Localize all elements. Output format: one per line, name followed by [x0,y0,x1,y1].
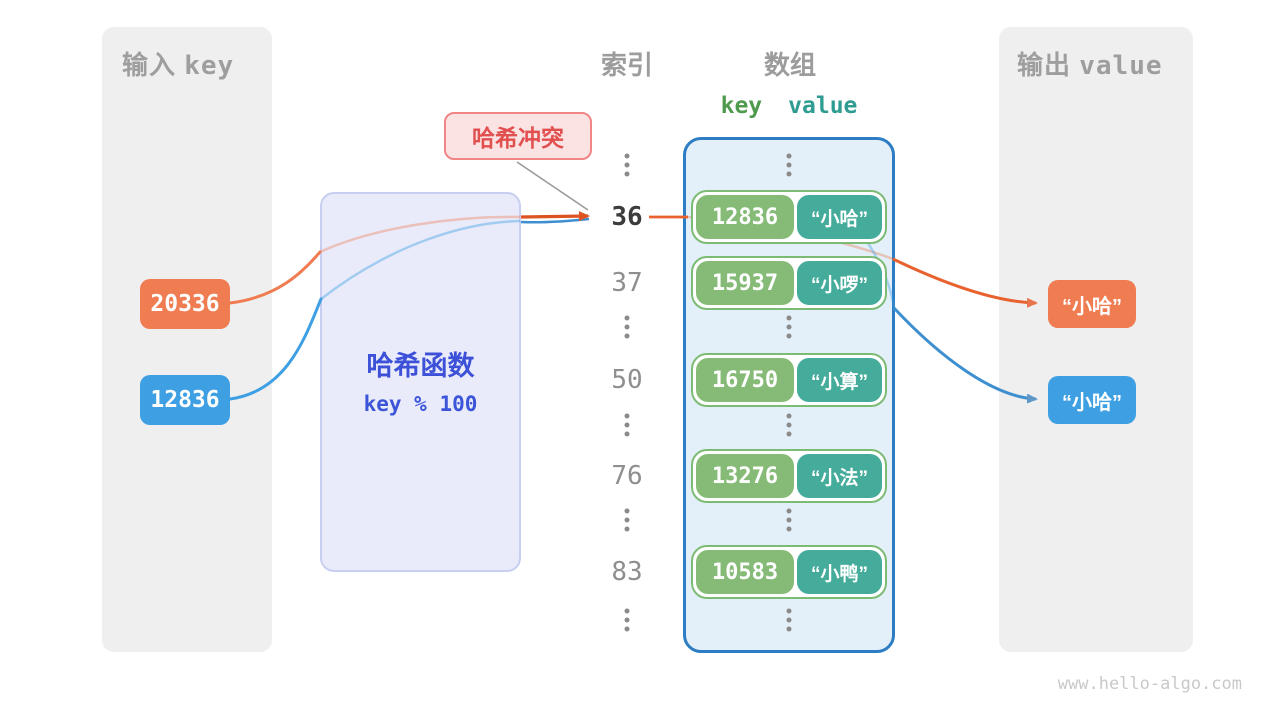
ellipsis-dots [624,608,630,632]
bucket-key: 10583 [696,550,794,594]
index-column-header: 索引 [600,50,654,80]
hash-function-box: 哈希函数 key % 100 [320,192,521,572]
hash-collision-badge: 哈希冲突 [444,112,592,160]
wire-blue-to-index [520,217,590,224]
array-column-header: 数组 [763,50,817,80]
output-panel-title-zh: 输出 [1017,50,1072,80]
bucket-key: 13276 [696,454,794,498]
hash-function-formula: key % 100 [363,392,478,416]
ellipsis-dots [786,153,792,177]
input-key-20336: 20336 [140,279,230,329]
bucket-value: “小算” [797,358,882,402]
input-key-12836: 12836 [140,375,230,425]
index-83: 83 [611,557,643,587]
input-panel-title-en: key [184,51,235,81]
bucket-value: “小啰” [797,261,882,305]
wire-orange-to-index [520,211,590,222]
bucket-value: “小哈” [797,195,882,239]
bucket-row-50: 16750 “小算” [691,353,887,407]
bucket-key: 12836 [696,195,794,239]
output-panel [999,27,1193,652]
website-url: www.hello-algo.com [1057,674,1242,694]
output-value-blue: “小哈” [1048,376,1136,424]
ellipsis-dots [786,413,792,437]
output-panel-title-en: value [1079,51,1163,81]
hash-function-title: 哈希函数 [366,351,475,381]
index-50: 50 [611,365,643,395]
bucket-key: 16750 [696,358,794,402]
key-value-header: key value [721,93,858,119]
bucket-key: 15937 [696,261,794,305]
ellipsis-dots [786,508,792,532]
ellipsis-dots [624,508,630,532]
output-panel-title: 输出 value [1017,45,1163,82]
input-panel [102,27,272,652]
collision-pointer-line [516,161,589,211]
ellipsis-dots [786,315,792,339]
value-header-label: value [788,93,858,119]
index-76: 76 [611,461,643,491]
bucket-row-83: 10583 “小鸭” [691,545,887,599]
key-header-label: key [720,93,763,119]
index-37: 37 [611,268,643,298]
ellipsis-dots [624,153,630,177]
ellipsis-dots [786,608,792,632]
ellipsis-dots [624,413,630,437]
bucket-row-37: 15937 “小啰” [691,256,887,310]
bucket-row-36: 12836 “小哈” [691,190,887,244]
bucket-value: “小法” [797,454,882,498]
index-36: 36 [611,202,643,232]
input-panel-title: 输入 key [122,45,234,82]
bucket-row-76: 13276 “小法” [691,449,887,503]
input-panel-title-zh: 输入 [122,50,177,80]
output-value-orange: “小哈” [1048,280,1136,328]
bucket-value: “小鸭” [797,550,882,594]
ellipsis-dots [624,315,630,339]
